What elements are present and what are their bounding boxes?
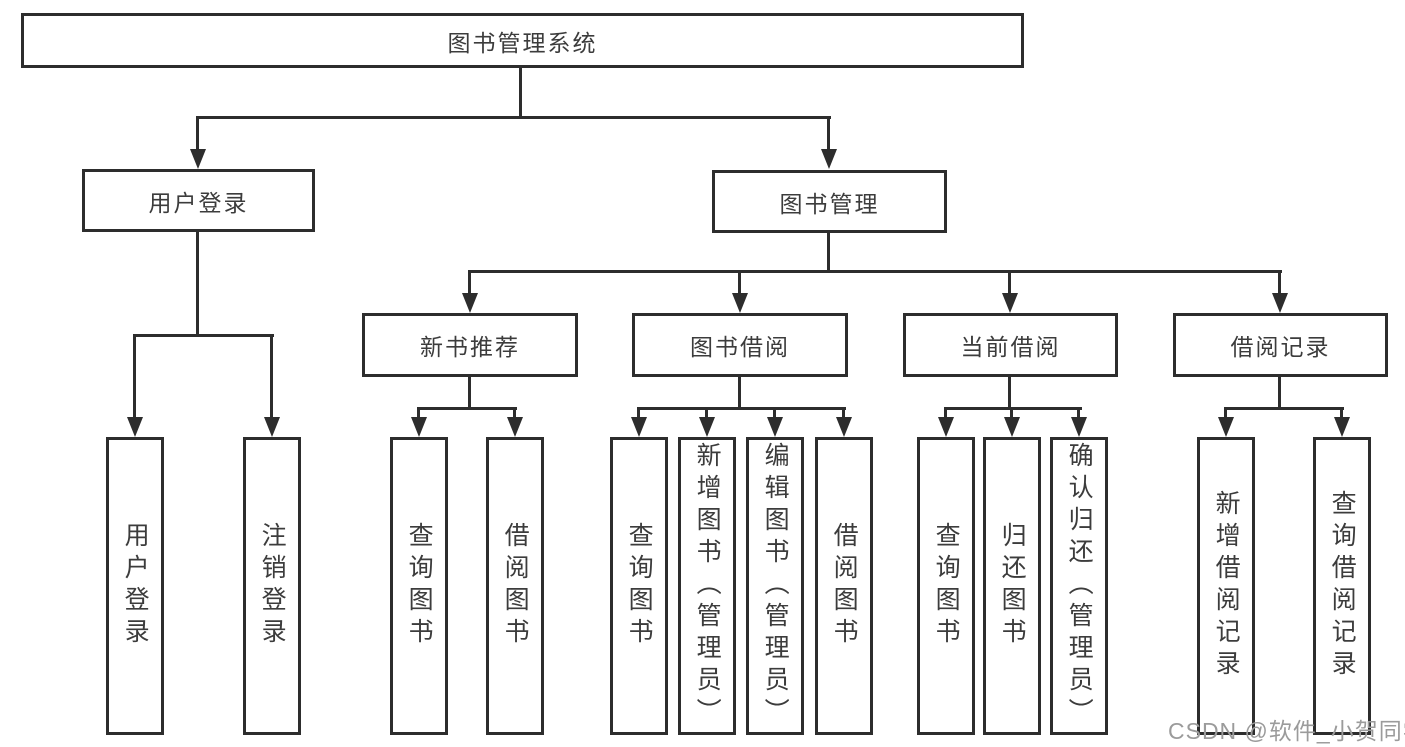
- arrow-down-icon: [264, 417, 280, 437]
- node-book-mgmt-label: 图书管理: [779, 190, 880, 217]
- node-book-borrow-label: 图书借阅: [690, 334, 790, 360]
- leaf-bb-borrow-book-label: 借阅图书: [830, 522, 859, 650]
- leaf-nbr-query-book-label: 查询图书: [405, 522, 434, 650]
- connector-level3-drop: [468, 270, 471, 295]
- leaf-bb-edit-book-admin-label: 编辑图书（管理员）: [761, 442, 790, 730]
- connector-new-book-rec-stem: [468, 375, 471, 409]
- connector-root-stem: [519, 66, 522, 118]
- connector-leaf-drop: [1340, 407, 1343, 421]
- connector-current-borrow-horizontal: [945, 407, 1082, 410]
- connector-leaf-drop: [842, 407, 845, 421]
- connector-book-mgmt-drop: [827, 116, 830, 152]
- arrow-down-icon: [836, 417, 852, 437]
- arrow-down-icon: [411, 417, 427, 437]
- arrow-down-icon: [127, 417, 143, 437]
- connector-user-login-stem: [196, 230, 199, 336]
- leaf-br-query-record-label: 查询借阅记录: [1328, 490, 1357, 682]
- arrow-down-icon: [767, 417, 783, 437]
- connector-leaf-drop: [773, 407, 776, 421]
- leaf-cb-query-book: 查询图书: [917, 437, 975, 735]
- arrow-down-icon: [699, 417, 715, 437]
- node-new-book-rec: 新书推荐: [362, 313, 578, 377]
- connector-current-borrow-stem: [1008, 375, 1011, 409]
- leaf-cb-confirm-return-admin: 确认归还（管理员）: [1050, 437, 1108, 735]
- connector-level3-drop: [1008, 270, 1011, 295]
- connector-level3-horizontal: [469, 270, 1282, 273]
- leaf-br-add-record: 新增借阅记录: [1197, 437, 1255, 735]
- leaf-cb-query-book-label: 查询图书: [932, 522, 961, 650]
- arrow-down-icon: [1272, 293, 1288, 313]
- connector-level3-drop: [1278, 270, 1281, 295]
- connector-leaf-drop: [637, 407, 640, 421]
- arrow-down-icon: [631, 417, 647, 437]
- leaf-cb-return-book: 归还图书: [983, 437, 1041, 735]
- connector-leaf-drop: [270, 334, 273, 419]
- leaf-logout: 注销登录: [243, 437, 301, 735]
- arrow-down-icon: [732, 293, 748, 313]
- arrow-down-icon: [1334, 417, 1350, 437]
- connector-leaf-drop: [705, 407, 708, 421]
- connector-leaf-drop: [133, 334, 136, 419]
- csdn-watermark: CSDN @软件_小贺同学: [1168, 718, 1405, 744]
- leaf-cb-return-book-label: 归还图书: [998, 522, 1027, 650]
- arrow-down-icon: [821, 149, 837, 169]
- node-current-borrow-label: 当前借阅: [960, 334, 1061, 360]
- leaf-bb-add-book-admin: 新增图书（管理员）: [678, 437, 736, 735]
- arrow-down-icon: [507, 417, 523, 437]
- connector-new-book-rec-horizontal: [418, 407, 517, 410]
- leaf-cb-confirm-return-admin-label: 确认归还（管理员）: [1065, 442, 1094, 730]
- leaf-user-login-label: 用户登录: [121, 522, 150, 650]
- arrow-down-icon: [1002, 293, 1018, 313]
- node-book-borrow: 图书借阅: [632, 313, 848, 377]
- arrow-down-icon: [462, 293, 478, 313]
- leaf-bb-add-book-admin-label: 新增图书（管理员）: [693, 442, 722, 730]
- node-root: 图书管理系统: [21, 13, 1024, 68]
- connector-book-mgmt-stem: [827, 231, 830, 272]
- leaf-bb-borrow-book: 借阅图书: [815, 437, 873, 735]
- leaf-nbr-query-book: 查询图书: [390, 437, 448, 735]
- connector-leaf-drop: [513, 407, 516, 421]
- connector-level3-drop: [738, 270, 741, 295]
- node-book-mgmt: 图书管理: [712, 170, 947, 233]
- connector-borrow-record-stem: [1278, 375, 1281, 409]
- leaf-br-add-record-label: 新增借阅记录: [1212, 490, 1241, 682]
- connector-borrow-record-horizontal: [1225, 407, 1344, 410]
- leaf-nbr-borrow-book-label: 借阅图书: [501, 522, 530, 650]
- leaf-bb-query-book-label: 查询图书: [625, 522, 654, 650]
- connector-leaf-drop: [1224, 407, 1227, 421]
- arrow-down-icon: [1218, 417, 1234, 437]
- node-new-book-rec-label: 新书推荐: [420, 334, 520, 360]
- node-user-login: 用户登录: [82, 169, 315, 232]
- leaf-bb-query-book: 查询图书: [610, 437, 668, 735]
- connector-book-borrow-horizontal: [638, 407, 846, 410]
- node-borrow-record: 借阅记录: [1173, 313, 1388, 377]
- connector-leaf-drop: [1010, 407, 1013, 421]
- connector-leaf-drop: [417, 407, 420, 421]
- node-user-login-label: 用户登录: [148, 189, 249, 216]
- arrow-down-icon: [938, 417, 954, 437]
- connector-user-login-horizontal: [134, 334, 274, 337]
- arrow-down-icon: [190, 149, 206, 169]
- leaf-br-query-record: 查询借阅记录: [1313, 437, 1371, 735]
- connector-book-borrow-stem: [738, 375, 741, 409]
- connector-user-login-drop: [196, 116, 199, 152]
- leaf-logout-label: 注销登录: [258, 522, 287, 650]
- node-borrow-record-label: 借阅记录: [1230, 334, 1331, 360]
- leaf-nbr-borrow-book: 借阅图书: [486, 437, 544, 735]
- arrow-down-icon: [1071, 417, 1087, 437]
- connector-leaf-drop: [1077, 407, 1080, 421]
- node-root-label: 图书管理系统: [447, 29, 598, 56]
- connector-level2-horizontal: [197, 116, 831, 119]
- node-current-borrow: 当前借阅: [903, 313, 1118, 377]
- arrow-down-icon: [1004, 417, 1020, 437]
- leaf-bb-edit-book-admin: 编辑图书（管理员）: [746, 437, 804, 735]
- connector-leaf-drop: [944, 407, 947, 421]
- leaf-user-login: 用户登录: [106, 437, 164, 735]
